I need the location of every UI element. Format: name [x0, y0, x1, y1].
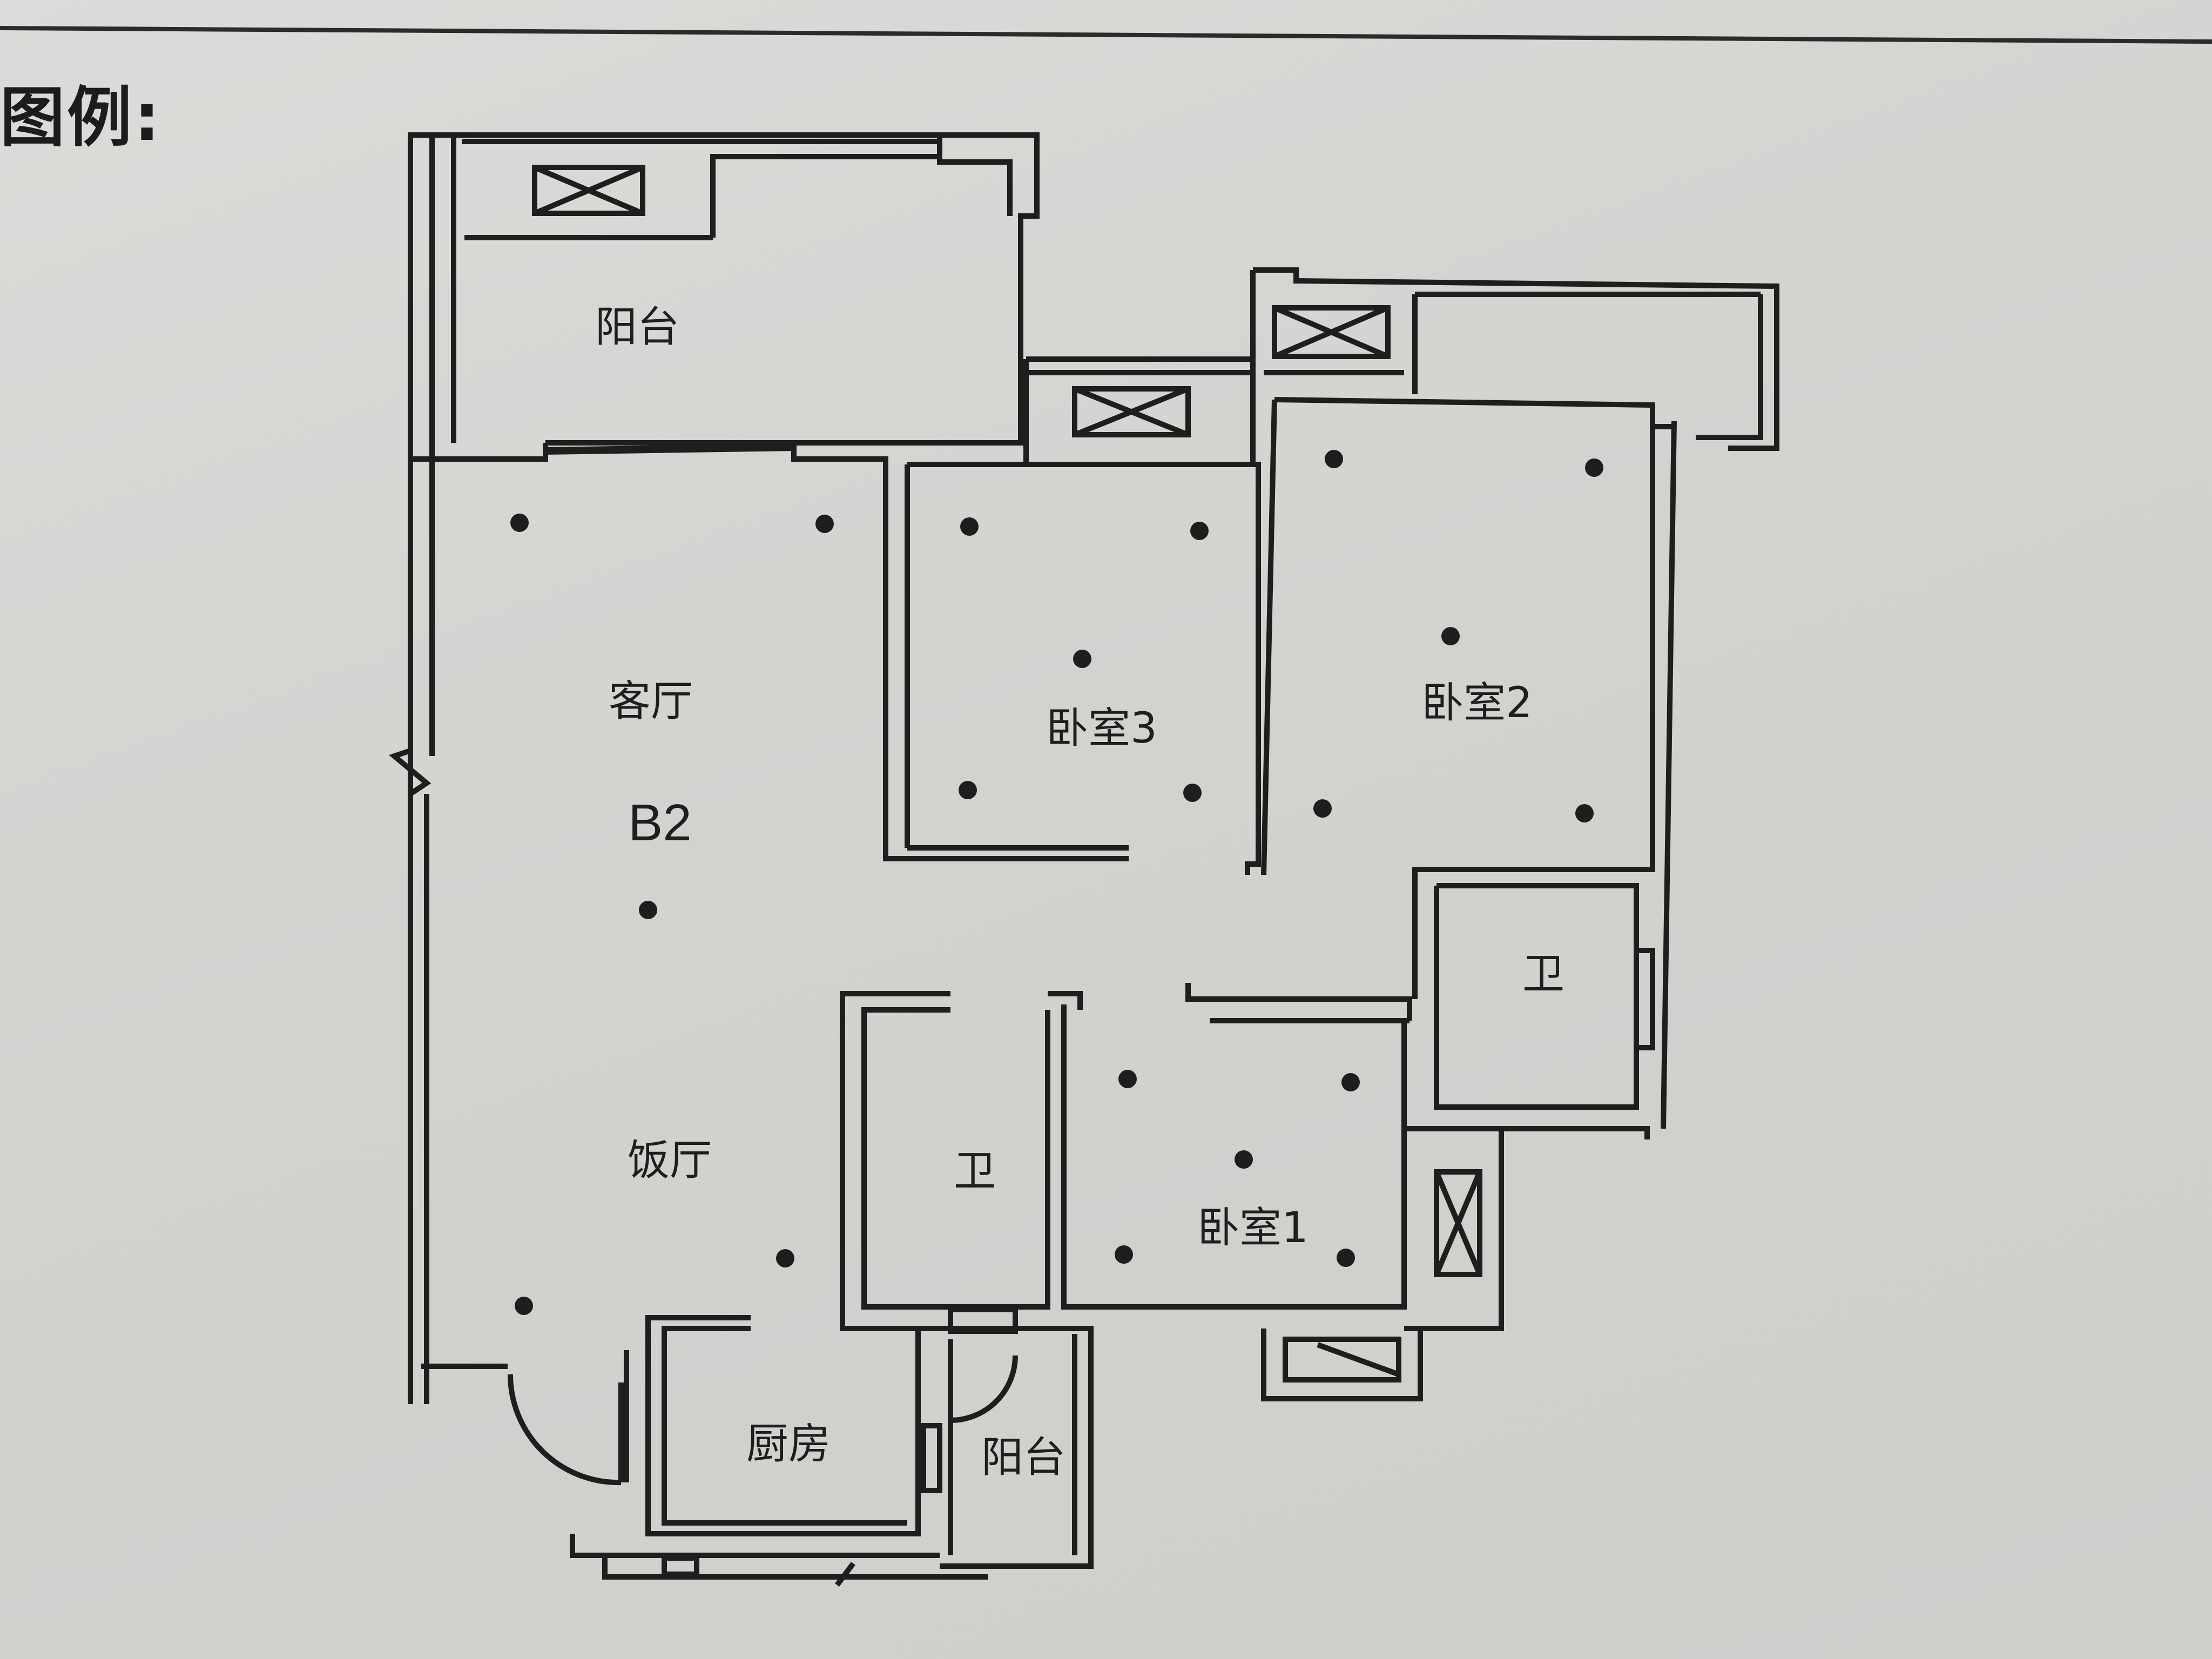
light-dots	[510, 450, 1603, 1315]
light-dot	[1073, 650, 1091, 668]
bedroom2-outline	[1274, 397, 1655, 886]
kitchen-window	[921, 1423, 942, 1493]
sliding-door-north	[545, 443, 794, 455]
room-label-balcony-north: 阳台	[595, 303, 679, 352]
room-label-bathroom-east: 卫	[1522, 950, 1564, 999]
light-dot	[1190, 522, 1209, 540]
bedroom1-bay-fixture-line	[1317, 1342, 1400, 1377]
light-dot	[1183, 784, 1202, 802]
kitchen-outline	[645, 1315, 921, 1536]
light-dot	[1337, 1249, 1355, 1267]
bedroom2-west-wall	[1261, 399, 1277, 875]
bedroom2-north-outline	[1253, 267, 1779, 451]
balcony-north-corner	[937, 135, 1013, 216]
light-dot	[1585, 458, 1603, 477]
ac-unit-north	[532, 165, 645, 216]
wall-break-mark	[388, 748, 431, 797]
light-dot	[959, 781, 977, 799]
kitchen-break-mark	[835, 1562, 855, 1587]
bathroom-east-window	[1634, 948, 1655, 1050]
light-dot	[815, 515, 834, 533]
ac-unit-bedroom1-cross-b	[1434, 1171, 1482, 1276]
bedroom1-outline	[1061, 1004, 1407, 1310]
bedroom2-balcony-inner	[1696, 294, 1763, 440]
light-dot	[1313, 799, 1332, 818]
bedroom3-west-wall	[791, 443, 1129, 861]
unit-code-label: B2	[628, 794, 691, 852]
balcony-south-door-swing	[950, 1355, 1018, 1423]
ac-unit-bedroom3	[1072, 386, 1191, 437]
ac-unit-bedroom1	[1434, 1169, 1482, 1277]
kitchen-south-ledge	[570, 1534, 940, 1558]
bedroom1-east-lower	[1404, 1126, 1650, 1139]
light-dot	[515, 1297, 533, 1315]
light-dot	[776, 1249, 794, 1267]
kitchen-vent	[662, 1555, 699, 1577]
bedroom1-door-jamb	[1048, 991, 1083, 1010]
bedroom2-west-post	[1250, 270, 1258, 467]
light-dot	[639, 901, 657, 919]
room-label-bedroom-3: 卧室3	[1046, 704, 1157, 753]
light-dot	[1115, 1245, 1133, 1264]
light-dot	[510, 514, 529, 532]
room-label-balcony-south: 阳台	[981, 1433, 1065, 1482]
room-label-dining-room: 饭厅	[628, 1136, 712, 1185]
room-label-bedroom-2: 卧室2	[1421, 679, 1533, 727]
bathroom-center-outline	[840, 991, 1015, 1331]
light-dot	[1235, 1150, 1253, 1169]
room-label-bathroom-center: 卫	[954, 1147, 996, 1196]
light-dot	[1325, 450, 1343, 468]
east-outer-wall	[1661, 421, 1677, 1129]
bathroom-east-outline	[1434, 883, 1639, 1110]
kitchen-south-ledge-lower	[602, 1555, 988, 1580]
light-dot	[1441, 627, 1460, 645]
balcony-north-outline	[410, 132, 1040, 446]
bedroom1-bay-fixture	[1283, 1337, 1401, 1382]
balcony-north-ledge-corner	[710, 154, 940, 238]
light-dot	[1575, 804, 1594, 822]
ac-unit-bedroom2-cross-b	[1273, 305, 1389, 359]
bathroom-center-inner	[861, 1007, 1050, 1310]
light-dot	[1118, 1070, 1137, 1088]
room-label-kitchen: 厨房	[746, 1420, 831, 1468]
light-dot	[1341, 1073, 1360, 1091]
entry-door-swing	[508, 1374, 622, 1486]
bedroom3-outline	[907, 462, 1261, 875]
bathroom-center-grille	[948, 1307, 1018, 1334]
bedroom1-bay-window	[1261, 1328, 1423, 1401]
ac-unit-bedroom2	[1272, 305, 1391, 359]
room-label-bedroom-1: 卧室1	[1197, 1204, 1309, 1252]
living-north-wall-left	[410, 443, 548, 462]
kitchen-inner	[662, 1326, 907, 1526]
light-dot	[960, 517, 979, 536]
bedroom1-north-wall	[1185, 983, 1412, 1021]
ac-unit-bedroom3-cross-b	[1074, 386, 1189, 437]
balcony-south-outline	[940, 1326, 1094, 1569]
room-label-living-room: 客厅	[609, 677, 693, 726]
legend-title: 图例:	[0, 80, 162, 156]
ac-unit-north-cross-b	[534, 165, 644, 216]
bedroom1-ac-bay	[1404, 1129, 1504, 1331]
